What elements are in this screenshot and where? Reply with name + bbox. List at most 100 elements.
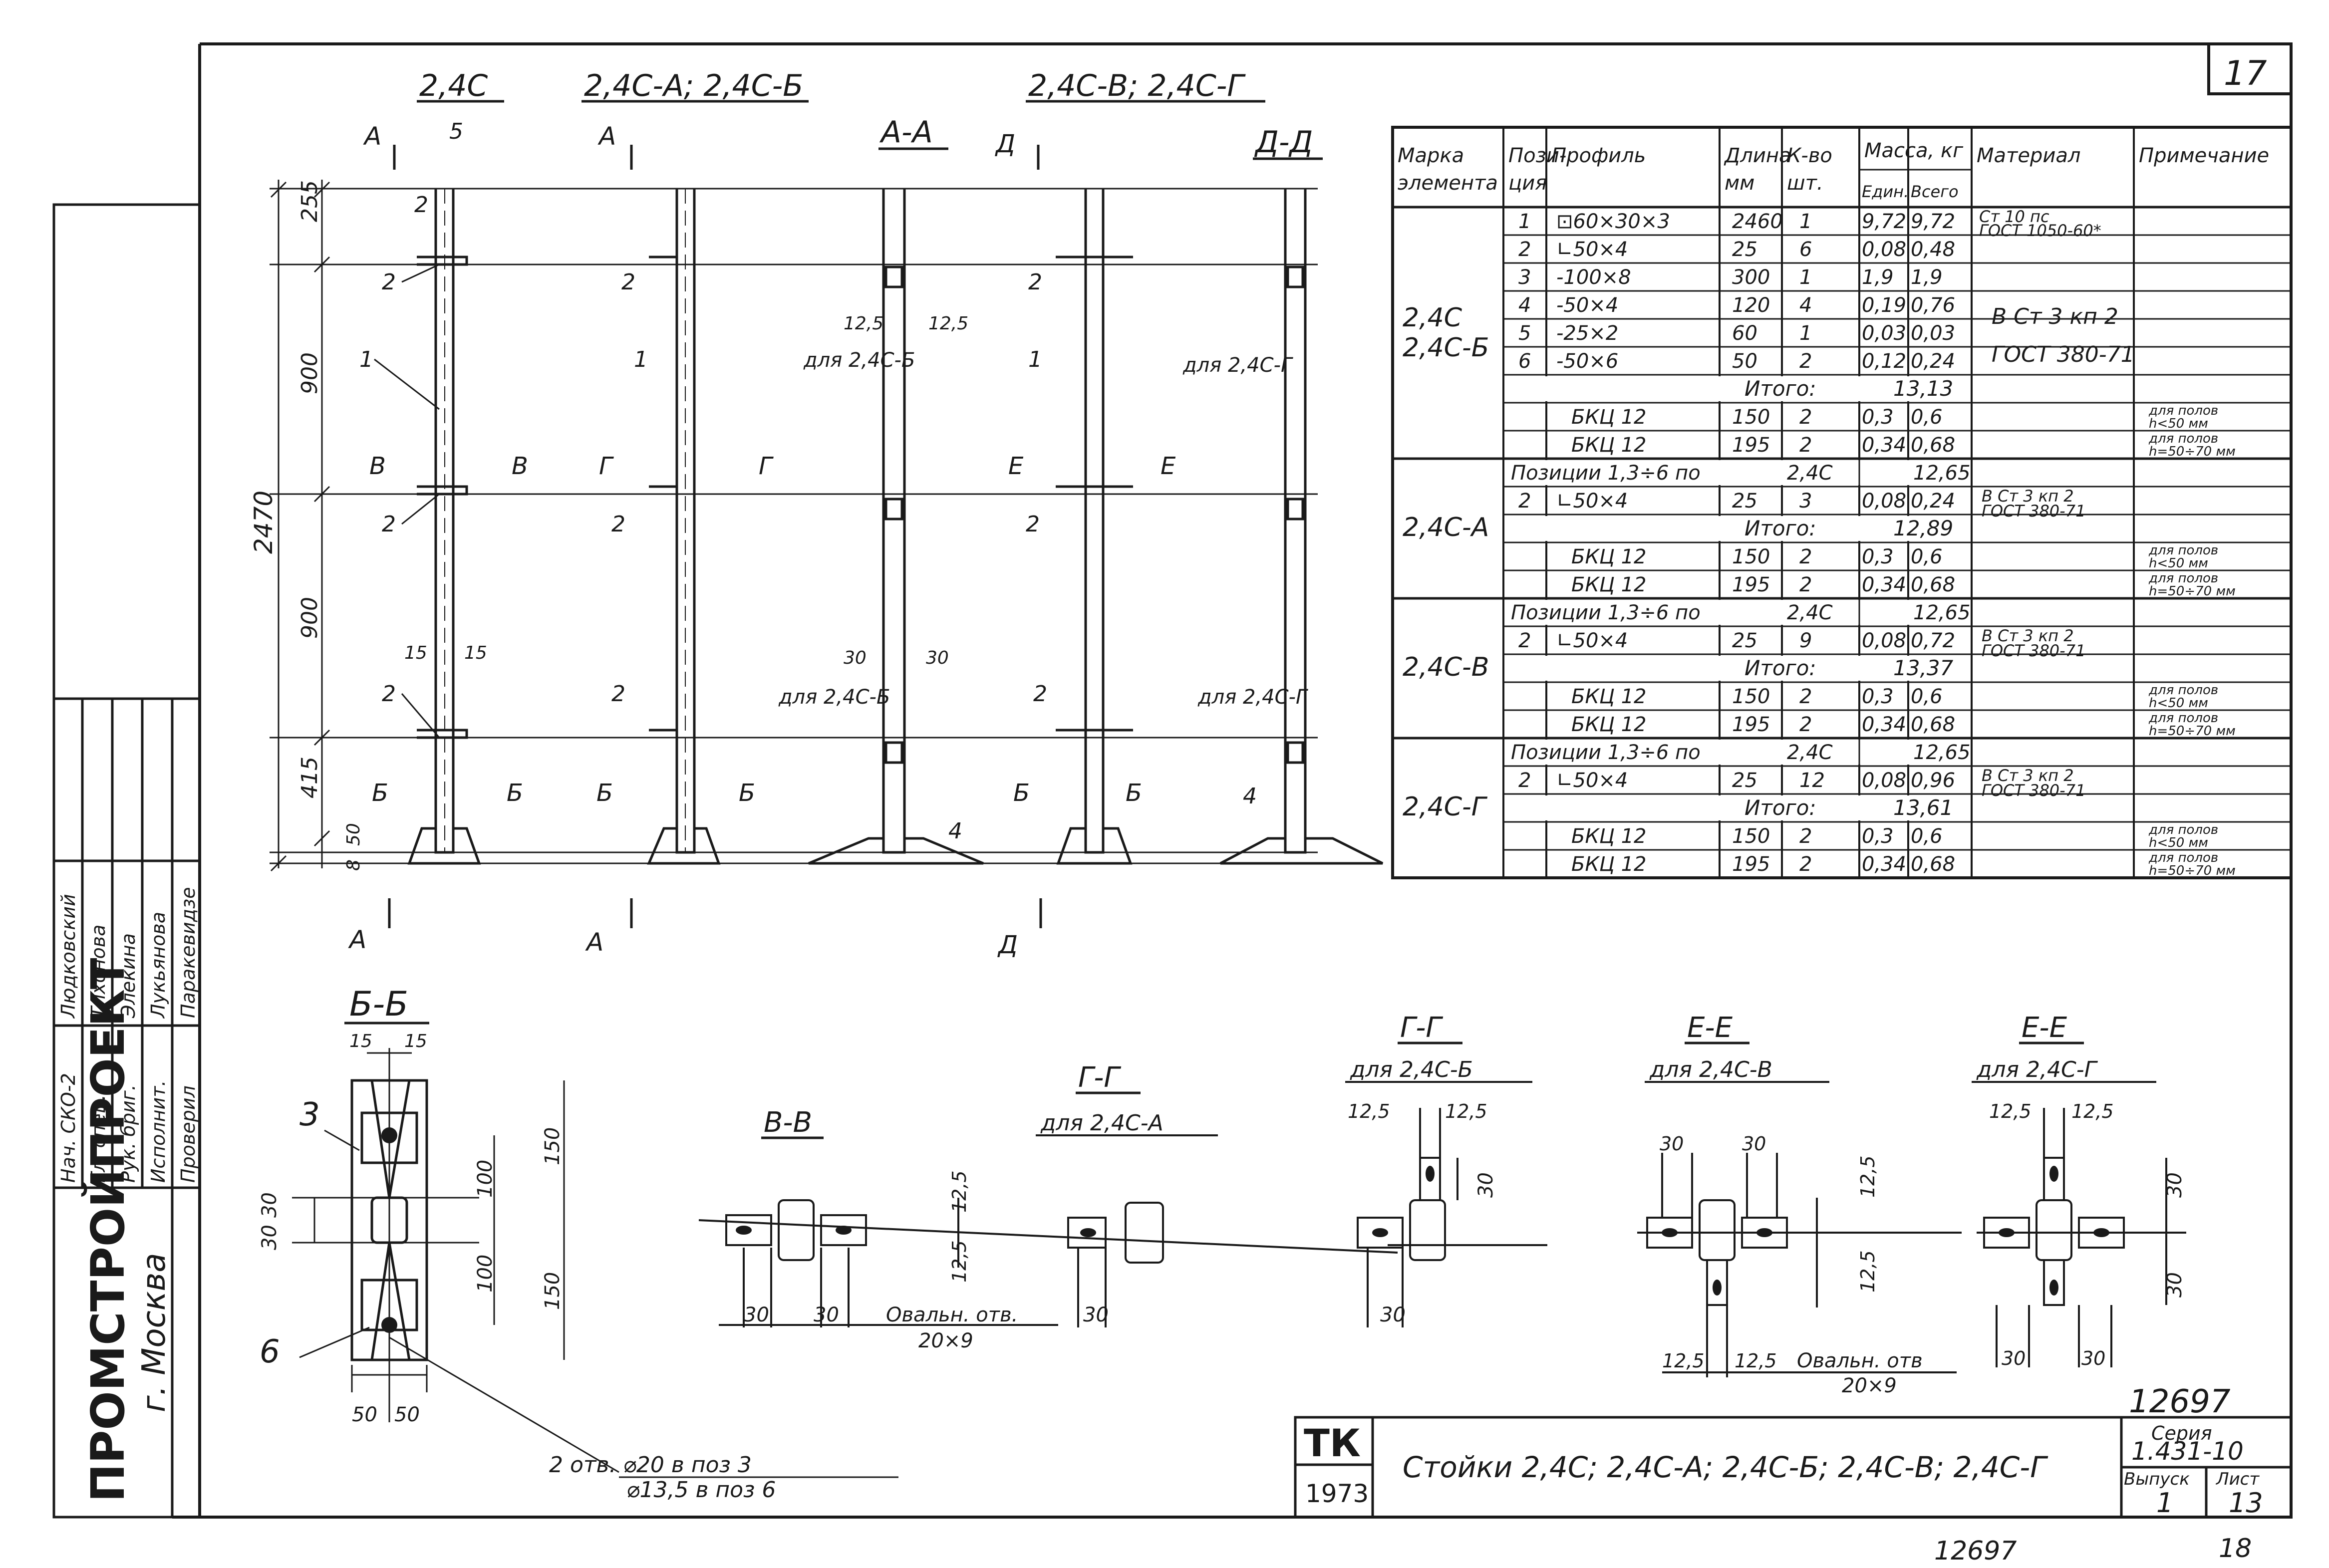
mark-a-top-1: А bbox=[363, 122, 381, 151]
tbl-sum-label-1: Итого: bbox=[1745, 516, 1816, 540]
tbl-row-qty: 3 bbox=[1799, 490, 1812, 513]
dim-vv-12-5-top: 12,5 bbox=[948, 1170, 970, 1213]
tbl-bkc-unit: 0,3 bbox=[1862, 545, 1894, 568]
issue-label: Выпуск bbox=[2124, 1469, 2190, 1489]
pos-1-col2: 1 bbox=[634, 347, 648, 372]
tbl-row-unit: 0,08 bbox=[1862, 769, 1906, 792]
dim-2470: 2470 bbox=[249, 491, 278, 554]
vv-hole-label: Овальн. отв. bbox=[886, 1304, 1018, 1326]
tbl-bkc-note-b: h=50÷70 мм bbox=[2149, 444, 2236, 459]
dim-15-right: 15 bbox=[464, 643, 487, 663]
tbl-row-total: 1,9 bbox=[1911, 266, 1943, 289]
tbl-row-length: 25 bbox=[1732, 238, 1757, 261]
section-v-v-title: В-В bbox=[764, 1106, 812, 1139]
dim-gg-b-12-5-a: 12,5 bbox=[1348, 1100, 1390, 1122]
tbl-bkc-note-a: для полов bbox=[2148, 711, 2218, 726]
city-name: г. Москва bbox=[136, 1253, 173, 1412]
stamp-name-1: Тихонова bbox=[87, 925, 109, 1018]
tbl-bkc-profile: БКЦ 12 bbox=[1571, 685, 1647, 708]
tbl-row-pos: 5 bbox=[1518, 322, 1531, 345]
dim-bb-100-upper: 100 bbox=[474, 1160, 497, 1198]
bottom-sheet: 18 bbox=[2219, 1534, 2252, 1564]
stamp-role-4: Проверил bbox=[177, 1085, 199, 1183]
tbl-bkc-length: 150 bbox=[1732, 545, 1770, 568]
tbl-bkc-total: 0,6 bbox=[1911, 406, 1943, 429]
tk-label: ТК bbox=[1304, 1421, 1361, 1465]
pos-4-d: 4 bbox=[1243, 784, 1257, 809]
mark-a-bottom-2: А bbox=[585, 928, 603, 957]
tbl-bkc-unit: 0,34 bbox=[1862, 713, 1906, 736]
pos-2-low: 2 bbox=[382, 681, 396, 707]
tbl-row-total: 0,03 bbox=[1911, 322, 1955, 345]
tbl-bkc-note-b: h<50 мм bbox=[2149, 835, 2208, 850]
tbl-mark-0: 2,4С bbox=[1403, 303, 1462, 333]
tbl-bkc-note-b: h=50÷70 мм bbox=[2149, 584, 2236, 599]
tbl-bkc-note-b: h<50 мм bbox=[2149, 556, 2208, 571]
section-e-e-g: Е-Е для 2,4С-Г 12,5 12,5 30 30 30 30 bbox=[1972, 1012, 2186, 1369]
tbl-bkc-unit: 0,3 bbox=[1862, 685, 1894, 708]
tbl-mark-3: 2,4С-Г bbox=[1403, 792, 1488, 822]
tbl-pos-line-2: Позиции 1,3÷6 по bbox=[1511, 601, 1701, 624]
bottom-code: 12697 bbox=[1934, 1536, 2017, 1566]
stamp-name-2: Элекина bbox=[117, 933, 139, 1019]
tbl-bkc-note-a: для полов bbox=[2148, 403, 2218, 418]
th-qty-1: шт. bbox=[1787, 172, 1823, 195]
column-section-d-d bbox=[1219, 189, 1384, 865]
section-b-b-title: Б-Б bbox=[349, 985, 408, 1024]
tbl-mat-b-3: ГОСТ 380-71 bbox=[1992, 342, 2135, 367]
section-g-g-b-title: Г-Г bbox=[1400, 1012, 1443, 1044]
th-qty-0: К-во bbox=[1787, 144, 1832, 167]
tbl-row-profile: -100×8 bbox=[1556, 266, 1631, 289]
section-e-e-v-title: Е-Е bbox=[1687, 1012, 1733, 1044]
mark-b-left-2: Б bbox=[596, 779, 613, 807]
bb-hole-note-2: ⌀13,5 в поз 6 bbox=[626, 1477, 776, 1503]
title-block: 12697 ТК 1973 Стойки 2,4С; 2,4С-А; 2,4С-… bbox=[1294, 1383, 2293, 1566]
dim-30-right: 30 bbox=[926, 648, 949, 668]
tbl-row-unit: 0,08 bbox=[1862, 238, 1906, 261]
section-g-g-b: Г-Г для 2,4С-Б 12,5 12,5 30 30 bbox=[1345, 1012, 1547, 1327]
dim-ee-v-30-a: 30 bbox=[1660, 1133, 1684, 1155]
dim-12-5-right: 12,5 bbox=[928, 313, 968, 334]
dim-gg-b-30-a: 30 bbox=[1474, 1172, 1497, 1198]
tbl-mat-a-1: В Ст 3 кп 2 bbox=[1982, 487, 2074, 506]
tbl-row-total: 0,48 bbox=[1911, 238, 1955, 261]
tbl-bkc-length: 150 bbox=[1732, 685, 1770, 708]
mark-b-right-3: Б bbox=[1126, 779, 1142, 807]
tbl-bkc-unit: 0,3 bbox=[1862, 825, 1894, 848]
mark-b-right: Б bbox=[507, 779, 523, 807]
tbl-bkc-unit: 0,34 bbox=[1862, 434, 1906, 457]
tbl-row-unit: 0,19 bbox=[1862, 294, 1906, 317]
tbl-mark-0: 2,4С-Б bbox=[1403, 333, 1489, 363]
dim-bb-50-left: 50 bbox=[352, 1403, 377, 1426]
tbl-row-total: 0,24 bbox=[1911, 490, 1955, 513]
tbl-row-total: 0,72 bbox=[1911, 629, 1955, 652]
th-mass: Масса, кг bbox=[1864, 139, 1964, 162]
dim-bb-100-lower: 100 bbox=[474, 1255, 497, 1293]
tbl-bkc-length: 195 bbox=[1732, 713, 1770, 736]
section-g-g-a: Г-Г для 2,4С-А 30 bbox=[1036, 1061, 1218, 1327]
section-e-e-g-title: Е-Е bbox=[2022, 1012, 2067, 1044]
tbl-row-pos: 1 bbox=[1518, 210, 1531, 233]
doc-number: 12697 bbox=[2129, 1383, 2231, 1420]
mark-a-top-2: А bbox=[597, 122, 616, 151]
tbl-bkc-qty: 2 bbox=[1799, 853, 1812, 876]
note-for-2-4c-b-low: для 2,4С-Б bbox=[778, 686, 890, 709]
tbl-pos-line-3: Позиции 1,3÷6 по bbox=[1511, 741, 1701, 764]
tbl-row-pos: 2 bbox=[1518, 769, 1531, 792]
tbl-sum-value-3: 13,61 bbox=[1893, 795, 1953, 820]
tbl-pos-ref-2: 2,4С bbox=[1787, 601, 1833, 624]
view-title-2-4c-a-b: 2,4С-А; 2,4С-Б bbox=[584, 68, 803, 103]
tbl-bkc-length: 195 bbox=[1732, 853, 1770, 876]
pos-2-mid: 2 bbox=[382, 512, 396, 537]
tbl-bkc-length: 150 bbox=[1732, 825, 1770, 848]
pos-2-col2-upper: 2 bbox=[621, 269, 635, 295]
tbl-bkc-total: 0,68 bbox=[1911, 713, 1955, 736]
series-value: 1.431-10 bbox=[2131, 1437, 2244, 1466]
tbl-bkc-total: 0,68 bbox=[1911, 573, 1955, 596]
tbl-sum-value-0: 13,13 bbox=[1893, 376, 1953, 401]
tbl-mat-a-3: В Ст 3 кп 2 bbox=[1982, 766, 2074, 785]
ee-v-hole-size: 20×9 bbox=[1842, 1374, 1897, 1397]
dim-ee-g-30-c: 30 bbox=[2002, 1347, 2026, 1369]
